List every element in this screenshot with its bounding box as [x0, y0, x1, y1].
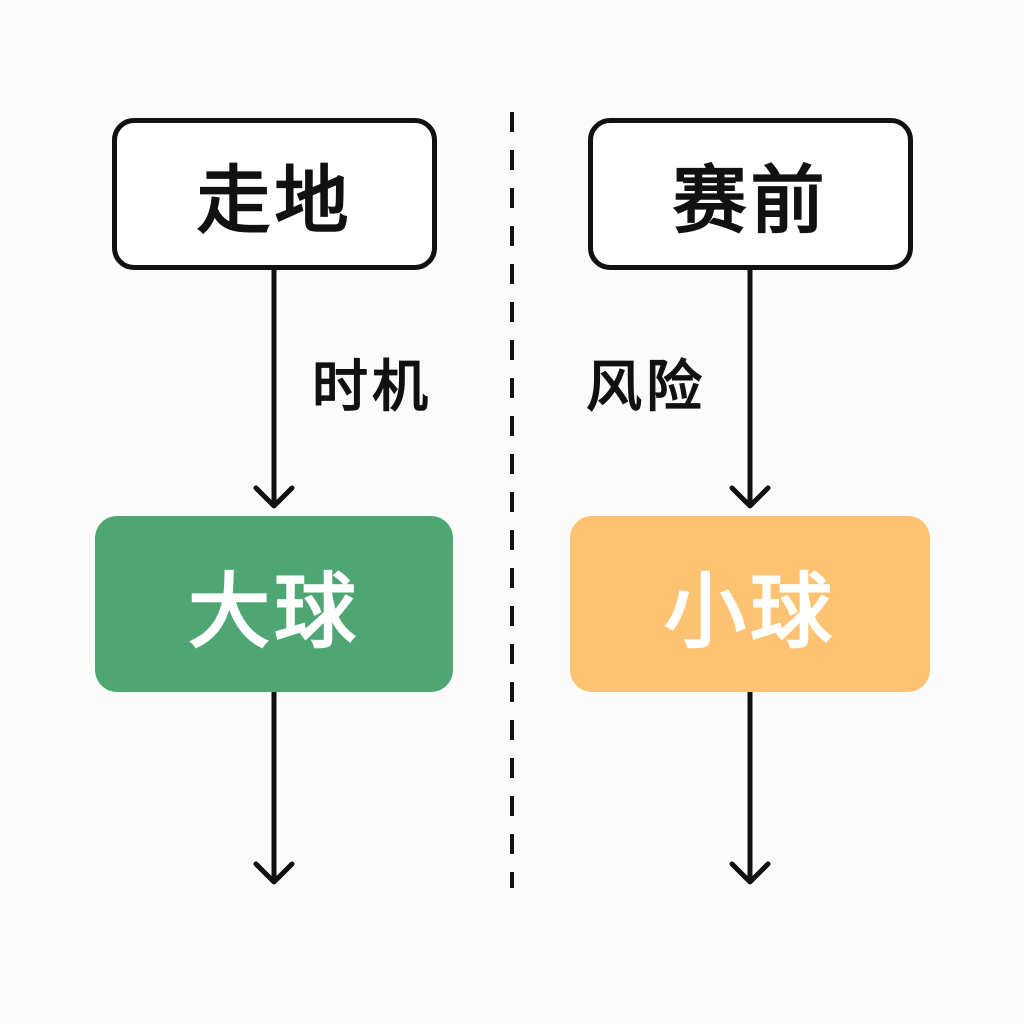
left-arrow-2-head	[253, 861, 295, 885]
edge-label-right: 风险	[586, 355, 706, 420]
right-arrow-2-head	[729, 861, 771, 885]
node-left-middle-label: 大球	[187, 564, 360, 660]
node-right-top-label: 赛前	[672, 157, 829, 244]
node-left-middle: 大球	[95, 516, 453, 692]
edge-label-left: 时机	[312, 355, 432, 420]
node-left-top-label: 走地	[196, 157, 353, 244]
left-arrow-1-head	[253, 485, 295, 509]
node-right-middle-label: 小球	[663, 564, 836, 660]
right-arrow-1-head	[729, 485, 771, 509]
node-left-top: 走地	[112, 118, 437, 270]
node-right-middle: 小球	[570, 516, 930, 692]
node-right-top: 赛前	[588, 118, 913, 270]
